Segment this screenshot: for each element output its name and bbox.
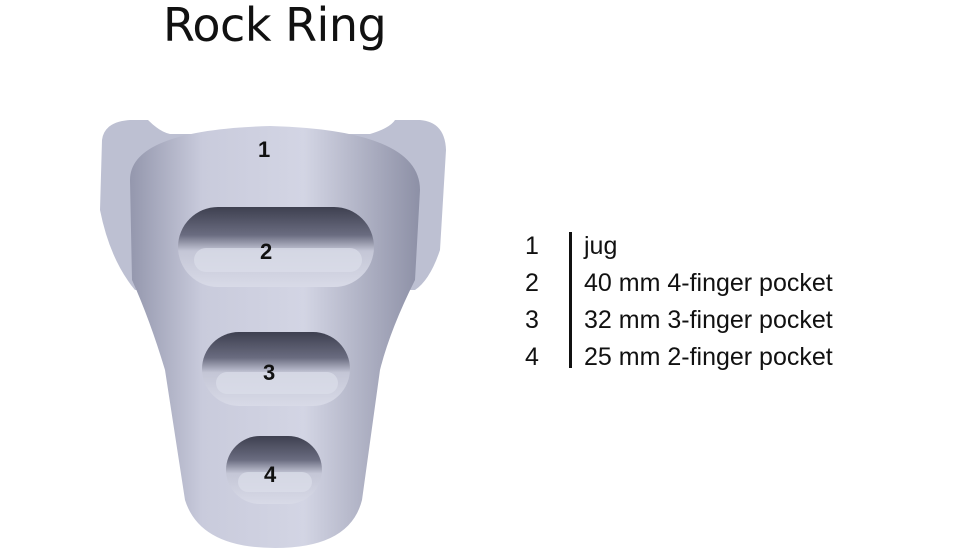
legend-text: 25 mm 2-finger pocket [584, 343, 833, 371]
hold-label-3: 3 [263, 360, 276, 385]
legend-number: 3 [525, 306, 539, 334]
rock-ring-hold-illustration: 1 2 3 4 [90, 110, 460, 550]
legend-text: jug [584, 232, 618, 260]
legend-number: 1 [525, 232, 539, 260]
legend-text: 32 mm 3-finger pocket [584, 306, 833, 334]
legend: 1 jug 2 40 mm 4-finger pocket 3 32 mm 3-… [520, 228, 833, 376]
hold-label-2: 2 [260, 239, 273, 264]
hold-label-4: 4 [264, 462, 277, 487]
legend-number: 2 [525, 269, 539, 297]
hold-label-1: 1 [258, 137, 271, 162]
legend-number: 4 [525, 343, 539, 371]
legend-divider [569, 232, 572, 368]
diagram-title: Rock Ring [163, 0, 387, 52]
legend-item: 3 32 mm 3-finger pocket [520, 302, 833, 339]
legend-item: 1 jug [520, 228, 833, 265]
legend-text: 40 mm 4-finger pocket [584, 269, 833, 297]
legend-item: 2 40 mm 4-finger pocket [520, 265, 833, 302]
legend-item: 4 25 mm 2-finger pocket [520, 339, 833, 376]
hold-shape-icon [100, 120, 446, 548]
